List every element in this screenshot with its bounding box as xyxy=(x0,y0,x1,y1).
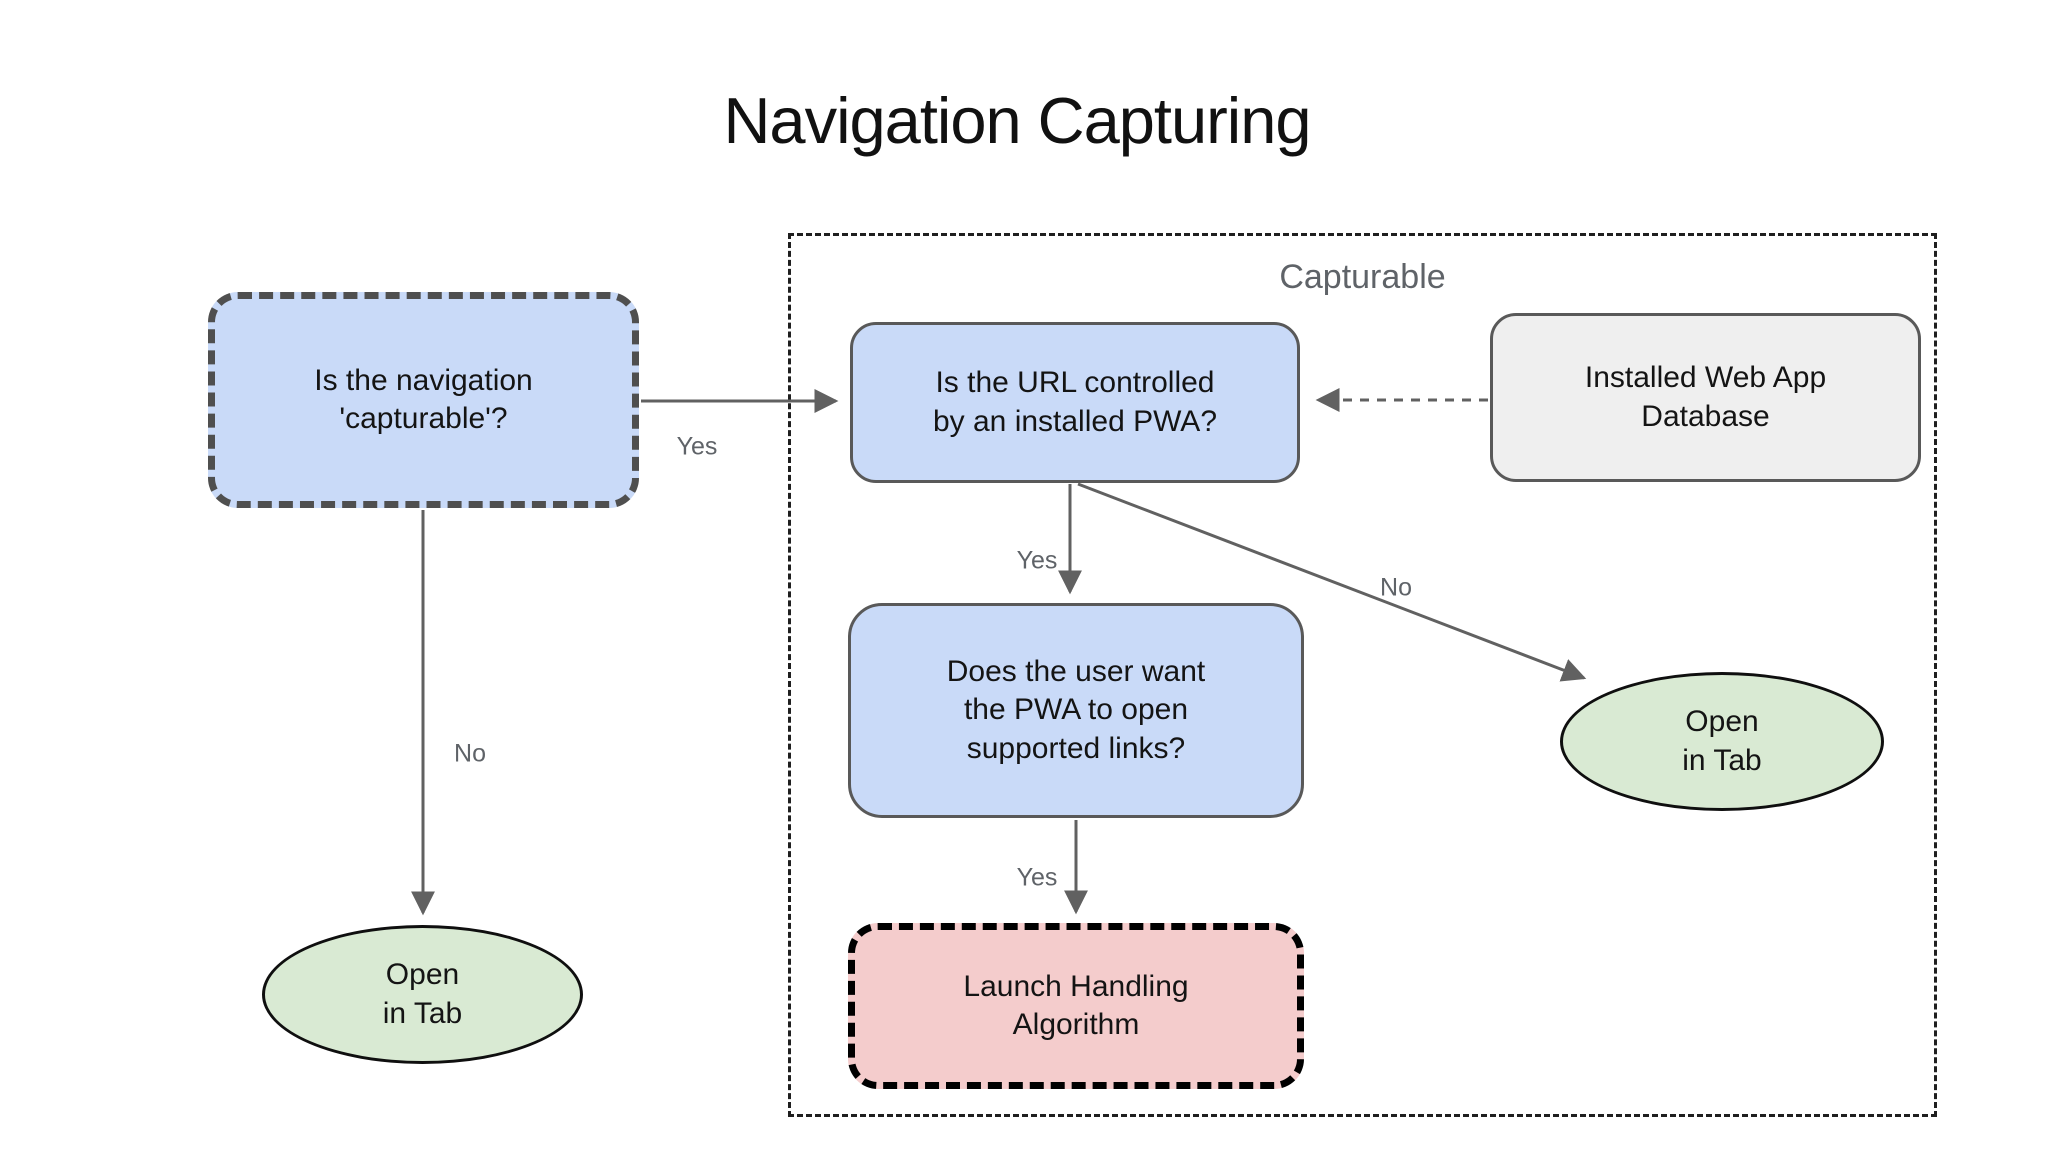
diagram-title: Navigation Capturing xyxy=(723,84,1311,157)
node-launch-handling-algorithm: Launch Handling Algorithm xyxy=(848,923,1304,1089)
edge-label-url-no: No xyxy=(1380,573,1412,602)
edge-label-url-yes: Yes xyxy=(1016,546,1058,575)
node-does-user-want-pwa-links: Does the user want the PWA to open suppo… xyxy=(848,603,1304,818)
capturable-region-label: Capturable xyxy=(1279,258,1446,296)
node-open-in-tab-left: Open in Tab xyxy=(262,925,583,1064)
node-is-url-controlled-by-pwa: Is the URL controlled by an installed PW… xyxy=(850,322,1300,483)
capturable-region: Capturable xyxy=(788,233,1937,1117)
node-open-in-tab-right: Open in Tab xyxy=(1560,672,1884,811)
edge-label-capturable-no: No xyxy=(454,739,486,768)
node-installed-web-app-database: Installed Web App Database xyxy=(1490,313,1921,482)
node-is-navigation-capturable: Is the navigation 'capturable'? xyxy=(208,292,639,508)
edge-label-user-want-yes: Yes xyxy=(1016,863,1058,892)
edge-label-capturable-yes: Yes xyxy=(676,432,718,461)
